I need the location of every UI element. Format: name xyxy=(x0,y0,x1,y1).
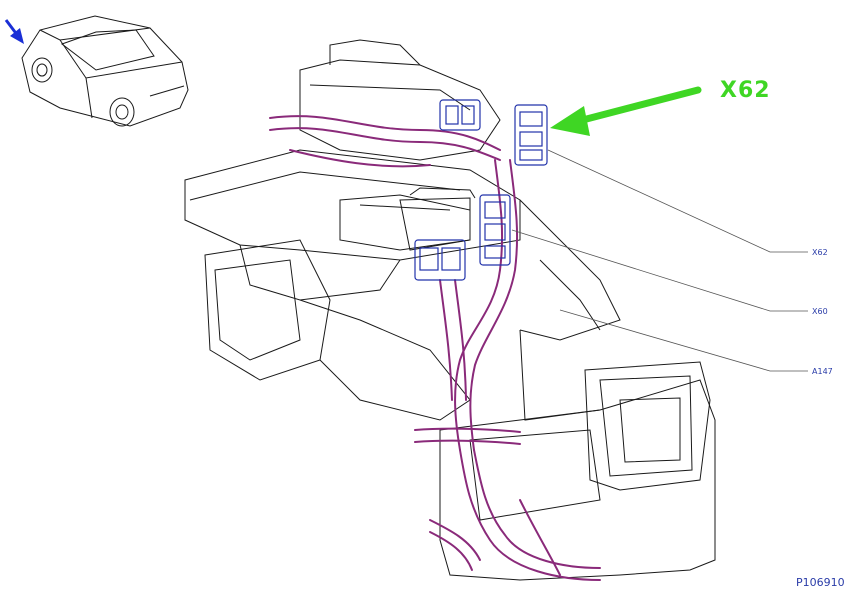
connector-x60 xyxy=(479,194,511,266)
callout-x62: X62 xyxy=(812,248,828,257)
blue-indicator-arrow-icon xyxy=(4,19,24,44)
green-arrow-icon xyxy=(550,86,702,136)
reference-code: P106910 xyxy=(796,576,845,589)
highlight-label: X62 xyxy=(720,78,771,103)
callout-a147: A147 xyxy=(812,367,833,376)
hatchback-car-icon xyxy=(21,15,189,127)
wiring-harness xyxy=(269,115,601,581)
connector-a147 xyxy=(414,239,466,281)
connector-cluster-top xyxy=(439,99,481,131)
callout-leader-lines xyxy=(511,149,808,372)
heater-housing xyxy=(184,39,716,581)
connector-x62 xyxy=(514,104,548,166)
callout-x60: X60 xyxy=(812,307,828,316)
